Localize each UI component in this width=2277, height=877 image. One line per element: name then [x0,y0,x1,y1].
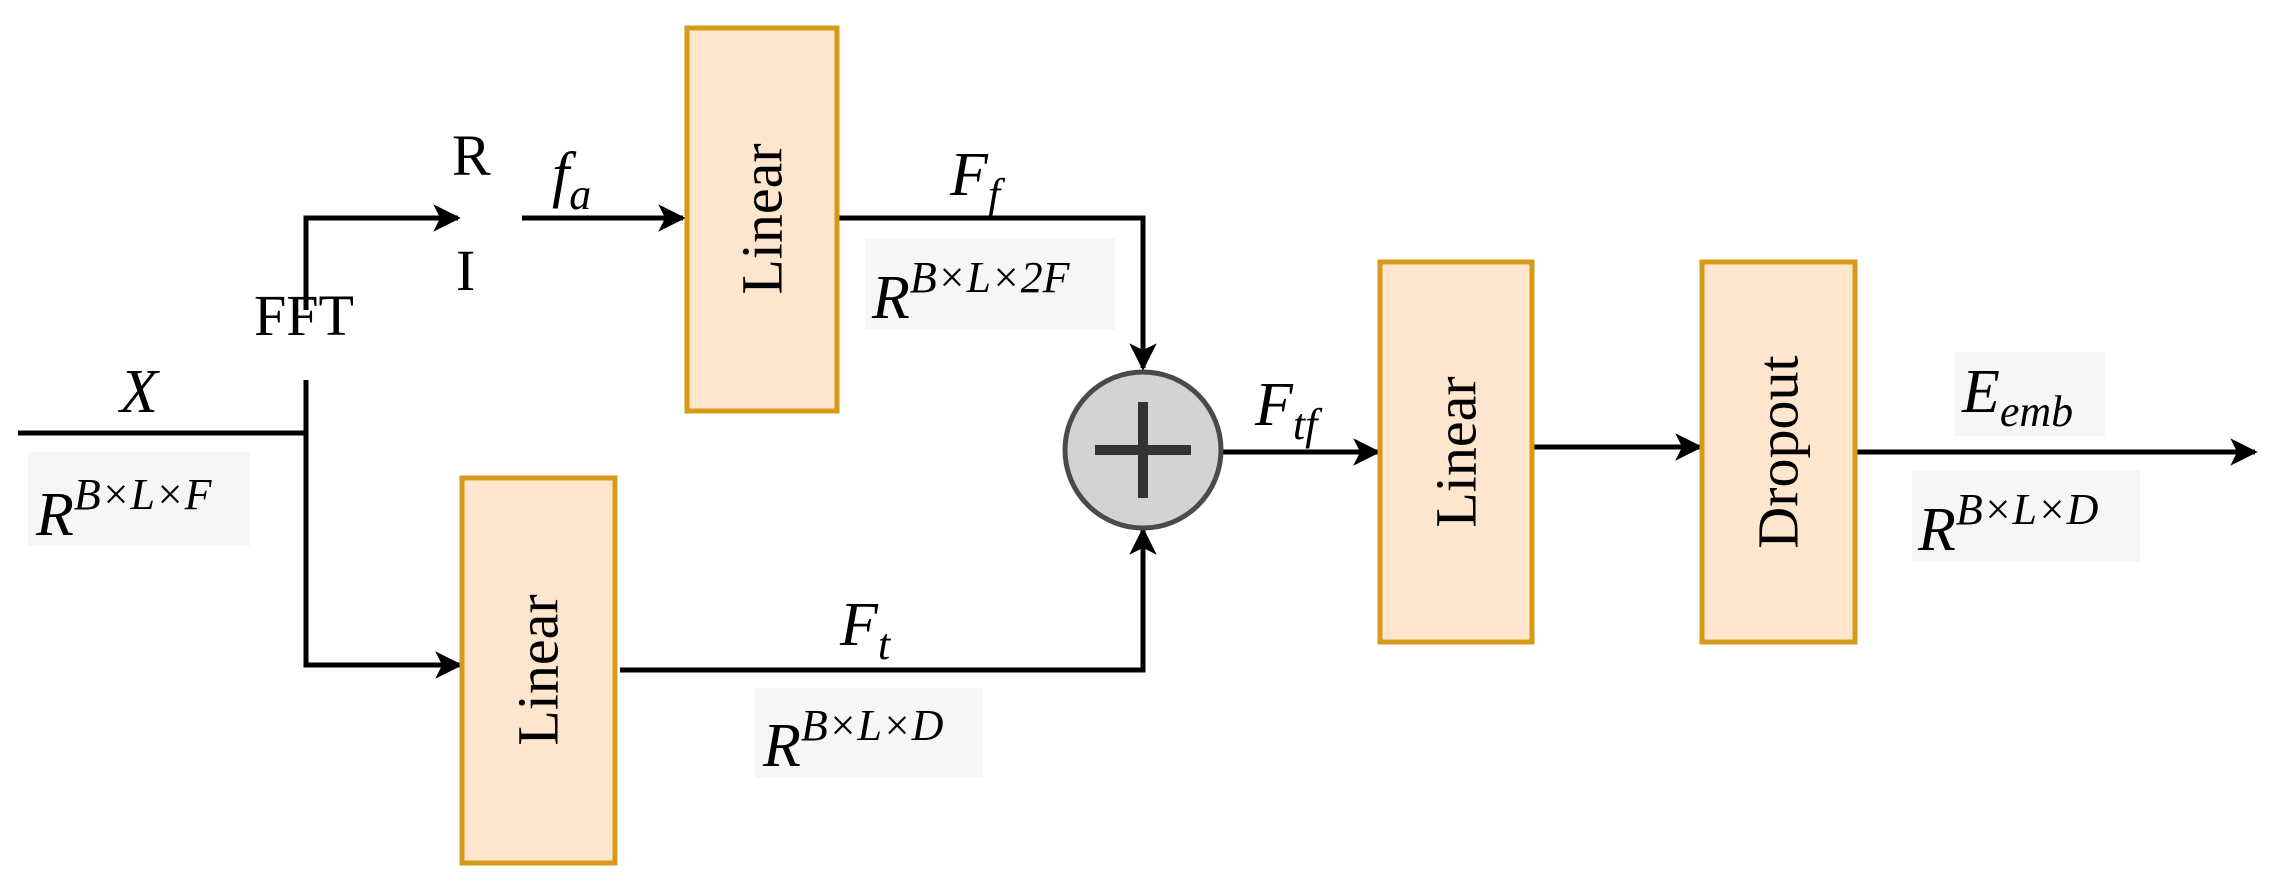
time-linear-label: Linear [506,594,571,745]
freq-shape-bg [865,238,1115,330]
imag-label: I [456,238,475,303]
output-symbol: Eemb [1961,358,2073,436]
input-shape-bg [28,452,250,546]
fft-label: FFT [254,283,354,348]
ftf-symbol: Ftf [1254,371,1323,449]
ff-symbol: Ff [949,141,1006,219]
input-symbol: X [117,358,160,426]
projection-linear-label: Linear [1424,376,1489,527]
freq-shape: RB×L×2F [871,253,1071,332]
freq-linear-block: Linear [684,25,840,414]
time-branch-arrow [303,433,463,679]
input-shape: RB×L×F [35,470,213,549]
ft-symbol: Ft [839,591,892,669]
freq-linear-label: Linear [730,143,795,294]
ft-arrow [620,527,1157,673]
real-label: R [452,123,491,188]
time-linear-block: Linear [459,475,618,866]
time-shape-bg [755,688,983,778]
output-shape-bg [1912,470,2140,562]
time-shape: RB×L×D [762,701,944,780]
fa-symbol: fa [552,141,591,219]
output-symbol-bg [1955,352,2105,436]
ff-arrow [837,215,1157,371]
output-shape: RB×L×D [1917,485,2099,564]
dropout-label: Dropout [1746,355,1811,548]
fft-to-ri-arrow [303,204,461,310]
plus-icon [1095,402,1191,498]
adder [1062,369,1224,531]
dropout-block: Dropout [1699,259,1858,645]
projection-linear-block: Linear [1377,259,1535,645]
